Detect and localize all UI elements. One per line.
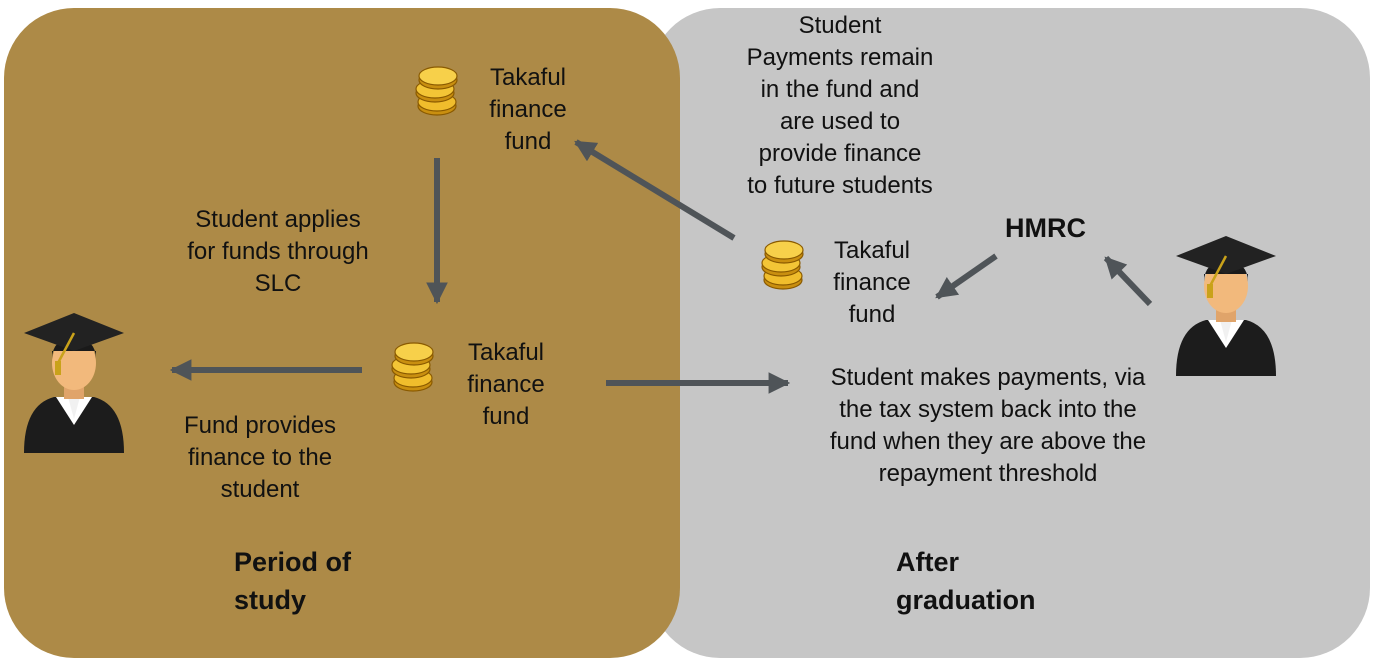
arrow-student-to-hmrc [1103, 255, 1153, 307]
graduate-student-icon [1176, 236, 1276, 376]
arrow-return-to-top-fund [574, 139, 736, 241]
hmrc-label: HMRC [1005, 213, 1086, 243]
graduate-student-icon [24, 313, 124, 453]
arrow-hmrc-to-fund [935, 253, 998, 300]
coin-stack-icon [415, 66, 458, 116]
coin-stack-icon [761, 240, 804, 290]
coin-stack-icon [391, 342, 434, 392]
